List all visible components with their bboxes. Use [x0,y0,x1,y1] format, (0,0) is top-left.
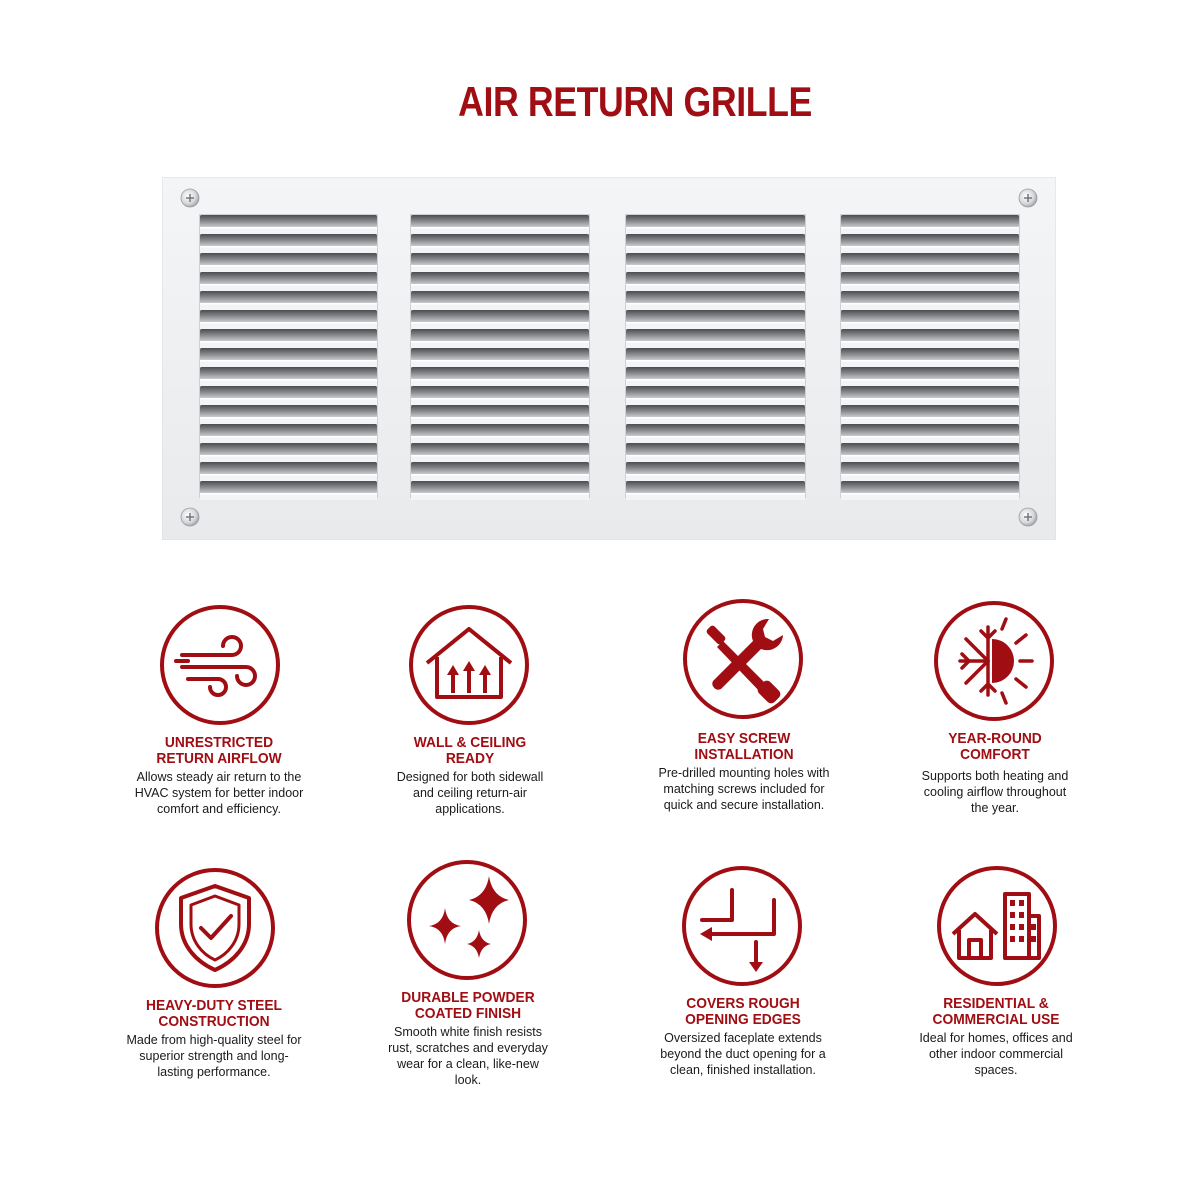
feature-title-line: UNRESTRICTED [164,734,274,751]
feature-title-line: COMFORT [960,746,1030,763]
feature-title-line: EASY SCREW [697,730,791,747]
page-title: AIR RETURN GRILLE [458,78,812,125]
feature-description-line: HVAC system for better indoor [134,786,304,800]
feature-description-line: clean, finished installation. [670,1063,816,1077]
feature-description-line: Supports both heating and [921,769,1069,783]
feature-description-line: Designed for both sidewall [396,770,544,784]
feature-title: RESIDENTIAL &COMMERCIAL USE [890,996,1102,1028]
feature-description-line: lasting performance. [157,1065,271,1079]
feature-description-line: comfort and efficiency. [157,802,281,816]
air-return-grille-image [162,177,1056,540]
feature-description: Made from high-quality steel for superior… [99,1032,329,1080]
feature-title-line: CONSTRUCTION [158,1013,270,1030]
shield-check-icon [153,866,277,990]
mounting-screw [180,188,200,208]
feature-description: Designed for both sidewall and ceiling re… [355,769,585,817]
feature-title-line: YEAR-ROUND [948,730,1042,747]
feature-description-line: other indoor commercial [928,1047,1064,1061]
feature-title-line: OPENING EDGES [685,1011,801,1028]
feature-title-line: WALL & CEILING [413,734,527,751]
feature-title-line: HEAVY-DUTY STEEL [146,997,282,1014]
feature-description-line: the year. [971,801,1019,815]
feature-description-line: applications. [435,802,505,816]
mounting-screw [1018,188,1038,208]
feature-description: Pre-drilled mounting holes with matching … [629,765,859,813]
feature-title-line: DURABLE POWDER [401,989,535,1006]
sparkles-icon [405,858,529,982]
feature-description-line: spaces. [974,1063,1018,1077]
feature-description-line: Pre-drilled mounting holes with [658,766,830,780]
feature-title-line: RETURN AIRFLOW [156,750,282,767]
louver-column [840,214,1020,500]
feature-description-line: cooling airflow throughout [923,785,1067,799]
snowflake-sun-icon [932,599,1056,723]
feature-description-line: quick and secure installation. [663,798,825,812]
feature-description-line: rust, scratches and everyday [388,1041,548,1055]
feature-description-line: matching screws included for [663,782,825,796]
feature-description: Supports both heating and cooling airflow… [880,768,1110,816]
house-up-arrows-icon [407,603,531,727]
feature-description: Oversized faceplate extends beyond the du… [628,1030,858,1078]
feature-description-line: and ceiling return-air [413,786,527,800]
feature-description-line: wear for a clean, like-new [397,1057,539,1071]
corner-arrows-icon [680,864,804,988]
airflow-wind-icon [158,603,282,727]
feature-description: Ideal for homes, offices and other indoor… [881,1030,1111,1078]
mounting-screw [1018,507,1038,527]
feature-description-line: Made from high-quality steel for [126,1033,302,1047]
feature-description-line: look. [454,1073,482,1087]
feature-description-line: Oversized faceplate extends [664,1031,822,1045]
feature-title-line: COVERS ROUGH [686,995,800,1012]
feature-description-line: beyond the duct opening for a [660,1047,826,1061]
feature-title-line: COATED FINISH [414,1005,522,1022]
louver-column [410,214,590,500]
mounting-screw [180,507,200,527]
feature-title-line: INSTALLATION [694,746,794,763]
feature-description: Smooth white finish resists rust, scratch… [353,1024,583,1088]
house-building-icon [935,864,1059,988]
feature-description-line: Allows steady air return to the [136,770,302,784]
wrench-screwdriver-icon [681,597,805,721]
feature-title-line: READY [445,750,495,767]
feature-description-line: Smooth white finish resists [394,1025,542,1039]
louver-column [199,214,378,500]
louver-column [625,214,806,500]
feature-title-line: RESIDENTIAL & [943,995,1049,1012]
feature-description-line: superior strength and long- [139,1049,289,1063]
feature-title-line: COMMERCIAL USE [932,1011,1060,1028]
feature-description-line: Ideal for homes, offices and [919,1031,1073,1045]
